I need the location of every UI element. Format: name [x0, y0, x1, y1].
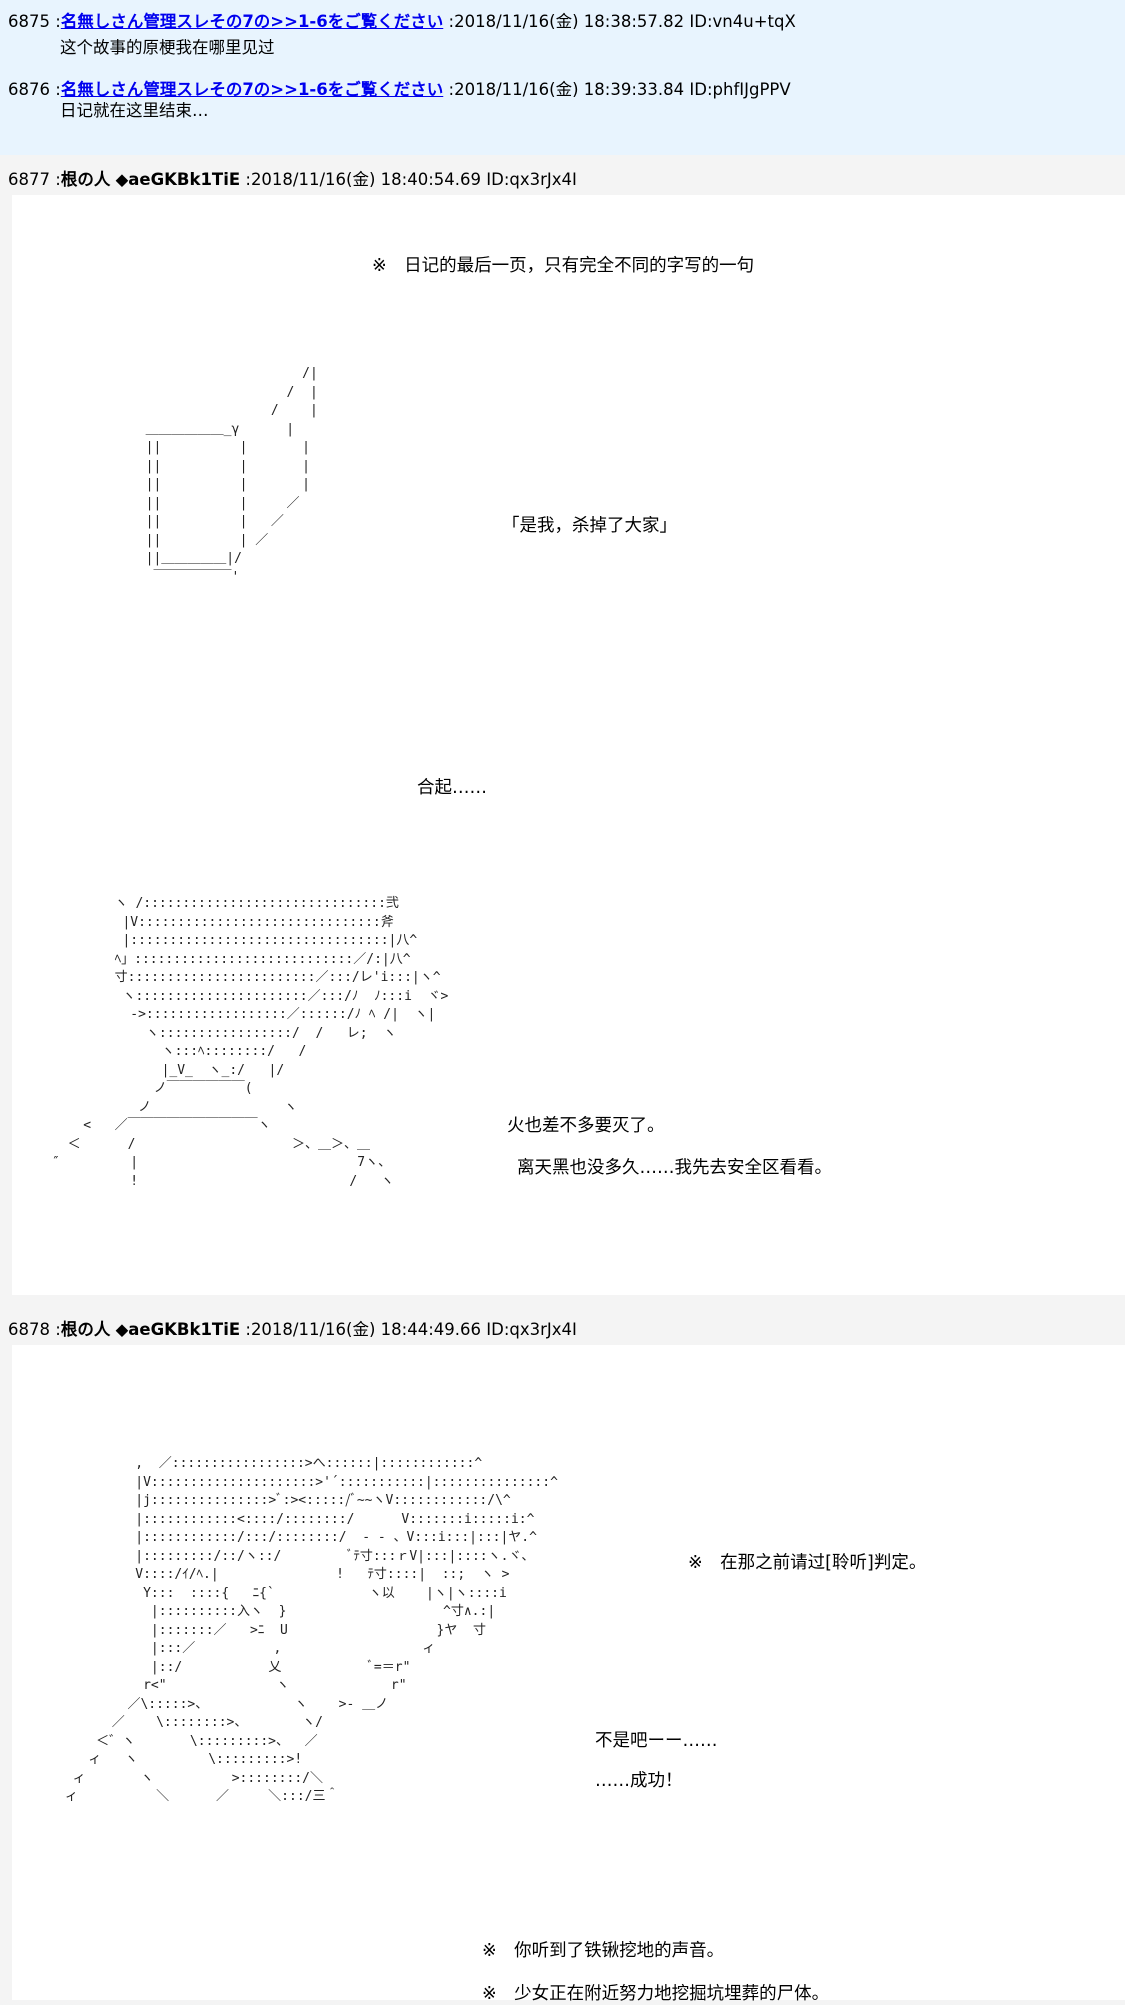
poster-name-link[interactable]: 名無しさん管理スレその7の>>1-6をご覧ください — [60, 80, 444, 99]
character-ascii-art: ヽ /:::::::::::::::::::::::::::::::弐 |V::… — [52, 896, 449, 1189]
post-content-6878: , ／:::::::::::::::::>へ::::::|:::::::::::… — [12, 1345, 1125, 2004]
post-content-6877: ※ 日记的最后一页，只有完全不同的字写的一句 /| / | / | ＿＿＿＿＿＿… — [12, 195, 1125, 1295]
poster-name-link[interactable]: 名無しさん管理スレその7の>>1-6をご覧ください — [60, 12, 444, 31]
narration-line: ※ 在那之前请过[聆听]判定。 — [688, 1553, 927, 1573]
post-meta: 2018/11/16(金) 18:38:57.82 ID:vn4u+tqX — [454, 12, 796, 31]
poster-trip: ◆aeGKBk1TiE — [115, 170, 241, 189]
earlier-posts-band — [0, 0, 1125, 155]
poster-trip: ◆aeGKBk1TiE — [115, 1320, 241, 1339]
post-meta: 2018/11/16(金) 18:44:49.66 ID:qx3rJx4I — [250, 1320, 577, 1339]
post-body-6876: 日记就在这里结束… — [60, 101, 209, 120]
post-number: 6878 — [8, 1320, 50, 1339]
post-header-6875: 6875 :名無しさん管理スレその7の>>1-6をご覧ください :2018/11… — [8, 12, 796, 31]
girl-ascii-art: , ／:::::::::::::::::>へ::::::|:::::::::::… — [64, 1456, 558, 1804]
dialogue-line: ……成功！ — [595, 1771, 683, 1791]
poster-name: 根の人 — [60, 170, 111, 189]
dialogue-line: 火也差不多要灭了。 — [507, 1116, 665, 1136]
book-ascii-art: /| / | / | ＿＿＿＿＿＿_γ | || | | || | | || |… — [145, 366, 318, 585]
post-header-6877: 6877 :根の人 ◆aeGKBk1TiE :2018/11/16(金) 18:… — [8, 170, 577, 189]
narration-line: 合起…… — [417, 778, 487, 798]
post-number: 6876 — [8, 80, 50, 99]
dialogue-line: 离天黑也没多久……我先去安全区看看。 — [517, 1158, 832, 1178]
post-number: 6877 — [8, 170, 50, 189]
post-header-6876: 6876 :名無しさん管理スレその7の>>1-6をご覧ください :2018/11… — [8, 80, 791, 99]
post-meta: 2018/11/16(金) 18:40:54.69 ID:qx3rJx4I — [250, 170, 577, 189]
narration-line: ※ 日记的最后一页，只有完全不同的字写的一句 — [372, 256, 755, 276]
dialogue-line: 不是吧ーー…… — [595, 1731, 718, 1751]
post-header-6878: 6878 :根の人 ◆aeGKBk1TiE :2018/11/16(金) 18:… — [8, 1320, 577, 1339]
narration-line: ※ 你听到了铁锹挖地的声音。 — [482, 1941, 725, 1961]
post-number: 6875 — [8, 12, 50, 31]
poster-name: 根の人 — [60, 1320, 111, 1339]
post-body-6875: 这个故事的原梗我在哪里见过 — [60, 38, 275, 57]
post-meta: 2018/11/16(金) 18:39:33.84 ID:phfIJgPPV — [454, 80, 791, 99]
narration-line: ※ 少女正在附近努力地挖掘坑埋葬的尸体。 — [482, 1984, 830, 2004]
dialogue-line: 「是我，杀掉了大家」 — [502, 516, 677, 536]
